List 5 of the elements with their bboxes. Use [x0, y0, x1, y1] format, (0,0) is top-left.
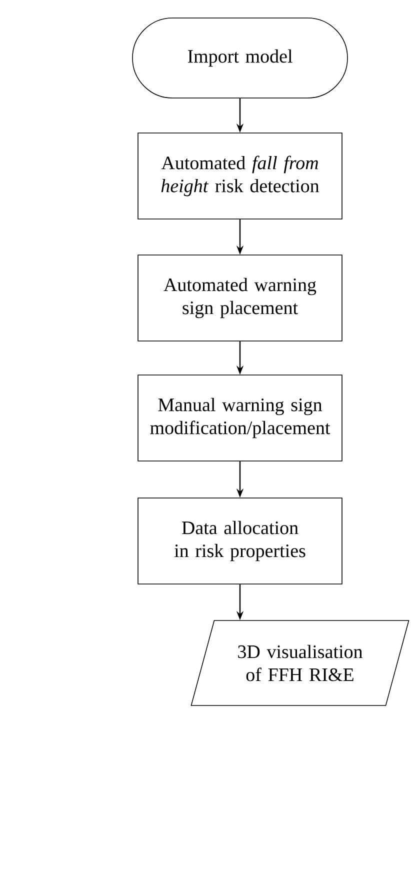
process-box: Automated warning sign placement: [138, 254, 342, 342]
process-box: Data allocation in risk properties: [138, 498, 342, 584]
process-box: Automated fall from height risk detection: [138, 132, 342, 220]
data-parallelogram: 3D visualisation of FFH RI&E: [190, 620, 410, 706]
process-box: Manual warning sign modification/placement: [138, 374, 342, 462]
